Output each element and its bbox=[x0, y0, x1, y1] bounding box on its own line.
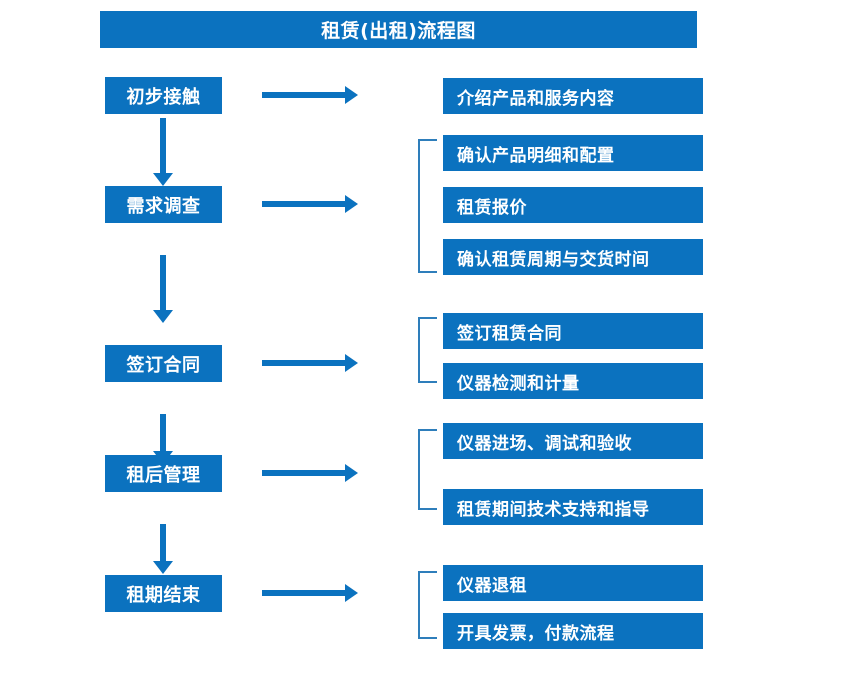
stage-box-2[interactable]: 需求调查 bbox=[105, 186, 222, 223]
arrow-shaft bbox=[160, 414, 166, 451]
detail-box-5-2[interactable]: 开具发票，付款流程 bbox=[443, 613, 703, 649]
group-bracket-3 bbox=[418, 317, 437, 383]
detail-box-2-2[interactable]: 租赁报价 bbox=[443, 187, 703, 223]
group-bracket-2 bbox=[418, 139, 437, 273]
flow-arrow-horizontal-2 bbox=[262, 195, 358, 213]
arrow-shaft bbox=[160, 118, 166, 173]
flow-arrow-horizontal-5 bbox=[262, 584, 358, 602]
group-bracket-4 bbox=[418, 429, 437, 510]
flow-arrow-horizontal-1 bbox=[262, 86, 358, 104]
flow-arrow-horizontal-4 bbox=[262, 464, 358, 482]
stage-box-5[interactable]: 租期结束 bbox=[105, 575, 222, 612]
flow-arrow-vertical-1 bbox=[153, 118, 173, 186]
group-bracket-5 bbox=[418, 571, 437, 639]
detail-box-3-1[interactable]: 签订租赁合同 bbox=[443, 313, 703, 349]
flow-arrow-vertical-4 bbox=[153, 524, 173, 574]
arrow-head bbox=[153, 561, 173, 574]
arrow-head bbox=[345, 86, 358, 104]
stage-box-3[interactable]: 签订合同 bbox=[105, 345, 222, 382]
arrow-head bbox=[153, 310, 173, 323]
arrow-shaft bbox=[160, 524, 166, 561]
flow-arrow-horizontal-3 bbox=[262, 354, 358, 372]
arrow-head bbox=[345, 195, 358, 213]
arrow-shaft bbox=[262, 92, 345, 98]
detail-box-2-3[interactable]: 确认租赁周期与交货时间 bbox=[443, 239, 703, 275]
arrow-shaft bbox=[262, 360, 345, 366]
detail-box-5-1[interactable]: 仪器退租 bbox=[443, 565, 703, 601]
detail-box-4-2[interactable]: 租赁期间技术支持和指导 bbox=[443, 489, 703, 525]
arrow-head bbox=[345, 584, 358, 602]
chart-title: 租赁(出租)流程图 bbox=[100, 11, 697, 48]
detail-box-3-2[interactable]: 仪器检测和计量 bbox=[443, 363, 703, 399]
detail-box-4-1[interactable]: 仪器进场、调试和验收 bbox=[443, 423, 703, 459]
arrow-shaft bbox=[262, 201, 345, 207]
arrow-head bbox=[345, 354, 358, 372]
stage-box-1[interactable]: 初步接触 bbox=[105, 77, 222, 114]
arrow-head bbox=[153, 173, 173, 186]
detail-box-1-1[interactable]: 介绍产品和服务内容 bbox=[443, 78, 703, 114]
arrow-shaft bbox=[262, 590, 345, 596]
arrow-shaft bbox=[160, 255, 166, 310]
arrow-shaft bbox=[262, 470, 345, 476]
detail-box-2-1[interactable]: 确认产品明细和配置 bbox=[443, 135, 703, 171]
stage-box-4[interactable]: 租后管理 bbox=[105, 455, 222, 492]
arrow-head bbox=[345, 464, 358, 482]
flow-arrow-vertical-2 bbox=[153, 255, 173, 323]
